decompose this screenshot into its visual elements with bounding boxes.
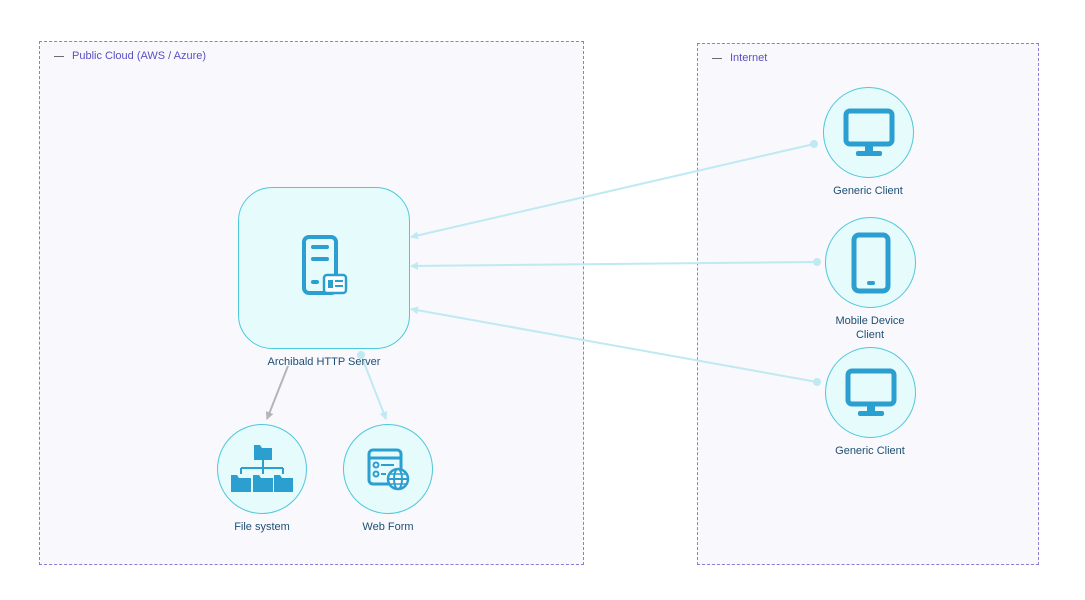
internet-group-header: Internet bbox=[712, 52, 767, 64]
edge-client2-source-dot bbox=[813, 378, 821, 386]
folder-tree-icon bbox=[231, 445, 293, 492]
generic-client-node-1[interactable] bbox=[823, 87, 914, 178]
public-cloud-group-label: Public Cloud (AWS / Azure) bbox=[72, 50, 207, 62]
server-form-icon bbox=[302, 235, 348, 295]
edge-server-to-webform[interactable] bbox=[360, 354, 388, 420]
internet-group-label: Internet bbox=[730, 52, 768, 64]
file-system-node[interactable] bbox=[217, 424, 307, 514]
edge-server-to-filesystem[interactable] bbox=[265, 365, 289, 420]
public-cloud-group-header: Public Cloud (AWS / Azure) bbox=[54, 50, 206, 62]
edge-client1-source-dot bbox=[810, 140, 818, 148]
mobile-device-client-label: Mobile Device Client bbox=[810, 314, 930, 342]
edge-client1-to-server[interactable] bbox=[410, 143, 815, 240]
monitor-icon bbox=[845, 368, 896, 416]
mobile-device-client-label-line1: Mobile Device bbox=[835, 315, 905, 327]
collapse-dash-icon[interactable] bbox=[712, 57, 722, 59]
generic-client-label-2: Generic Client bbox=[835, 445, 905, 457]
file-system-label: File system bbox=[234, 521, 290, 533]
archibald-http-server-label: Archibald HTTP Server bbox=[267, 356, 381, 368]
edge-mobile-source-dot bbox=[813, 258, 821, 266]
monitor-icon bbox=[843, 108, 894, 156]
collapse-dash-icon[interactable] bbox=[54, 55, 64, 57]
mobile-device-client-node[interactable] bbox=[825, 217, 916, 308]
generic-client-label-1: Generic Client bbox=[833, 185, 903, 197]
web-form-label: Web Form bbox=[362, 521, 414, 533]
generic-client-node-2[interactable] bbox=[825, 347, 916, 438]
edge-mobile-to-server[interactable] bbox=[410, 261, 818, 270]
edge-client2-to-server[interactable] bbox=[410, 306, 818, 383]
mobile-device-client-label-line2: Client bbox=[855, 329, 885, 341]
archibald-http-server-node[interactable] bbox=[238, 187, 410, 349]
edge-webform-source-dot bbox=[357, 351, 365, 359]
web-form-globe-icon bbox=[367, 448, 410, 491]
smartphone-icon bbox=[851, 232, 890, 293]
web-form-node[interactable] bbox=[343, 424, 433, 514]
